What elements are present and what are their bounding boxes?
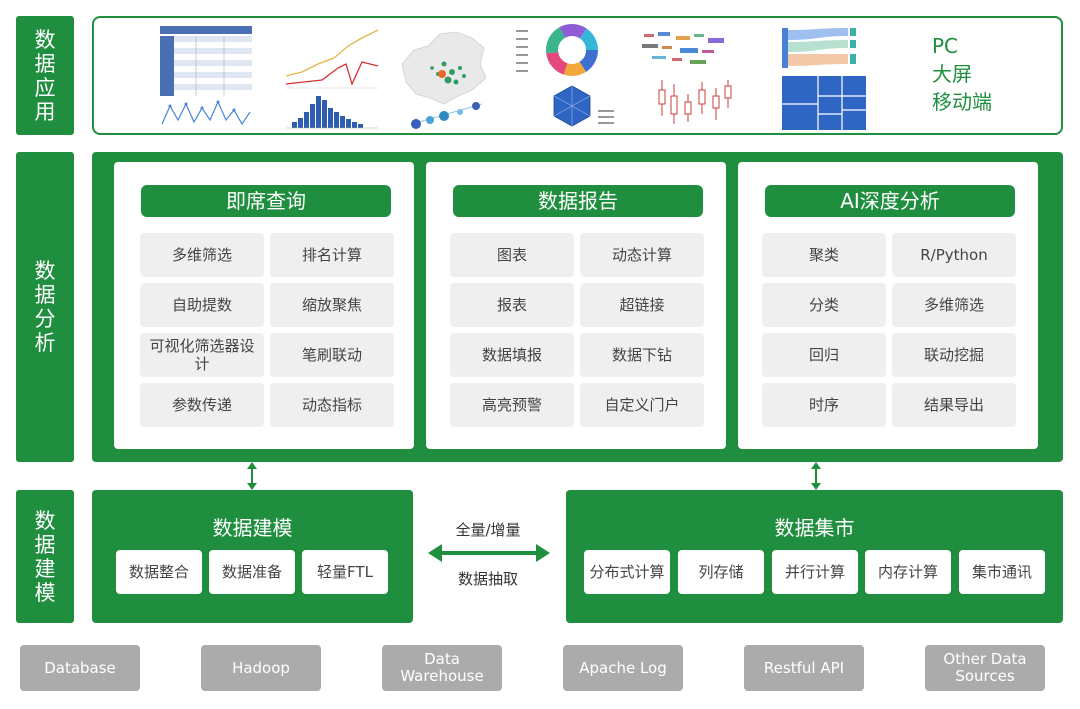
layer-label-text: 数据应用 bbox=[34, 27, 56, 124]
source-database: Database bbox=[20, 645, 140, 691]
vertical-double-arrow-icon bbox=[811, 462, 821, 490]
feature-chip: 高亮预警 bbox=[450, 383, 574, 427]
app-target-list: PC 大屏 移动端 bbox=[932, 32, 992, 116]
feature-chip: 内存计算 bbox=[865, 550, 951, 594]
application-panel: PC 大屏 移动端 bbox=[92, 16, 1063, 135]
feature-chip: 笔刷联动 bbox=[270, 333, 394, 377]
analysis-panel: 即席查询 多维筛选 排名计算 自助提数 缩放聚焦 可视化筛选器设计 笔刷联动 参… bbox=[92, 152, 1063, 462]
source-apache-log: Apache Log bbox=[563, 645, 683, 691]
card-title: AI深度分析 bbox=[765, 185, 1015, 217]
feature-chip: 分类 bbox=[762, 283, 886, 327]
feature-chip: 回归 bbox=[762, 333, 886, 377]
feature-chip: 自定义门户 bbox=[580, 383, 704, 427]
feature-chip: 集市通讯 bbox=[959, 550, 1045, 594]
feature-chip: 多维筛选 bbox=[892, 283, 1016, 327]
feature-chip: 列存储 bbox=[678, 550, 764, 594]
feature-chip: 聚类 bbox=[762, 233, 886, 277]
data-modeling-panel: 数据建模 数据整合 数据准备 轻量FTL bbox=[92, 490, 413, 623]
horizontal-double-arrow-icon bbox=[428, 544, 550, 562]
feature-chip: 联动挖掘 bbox=[892, 333, 1016, 377]
feature-chip: 时序 bbox=[762, 383, 886, 427]
wordcloud-thumbnail bbox=[642, 32, 732, 124]
feature-chip: 轻量FTL bbox=[302, 550, 388, 594]
feature-chip: 并行计算 bbox=[772, 550, 858, 594]
feature-chip: 数据准备 bbox=[209, 550, 295, 594]
table-chart-thumbnail bbox=[160, 26, 252, 126]
layer-label-text: 数据分析 bbox=[34, 259, 56, 355]
sankey-treemap-thumbnail bbox=[782, 28, 866, 130]
data-mart-panel: 数据集市 分布式计算 列存储 并行计算 内存计算 集市通讯 bbox=[566, 490, 1063, 623]
panel-title: 数据建模 bbox=[212, 516, 293, 540]
feature-chip: 动态指标 bbox=[270, 383, 394, 427]
arrow-label-top: 全量/增量 bbox=[455, 521, 521, 539]
source-hadoop: Hadoop bbox=[201, 645, 321, 691]
feature-chip: 图表 bbox=[450, 233, 574, 277]
feature-chip: R/Python bbox=[892, 233, 1016, 277]
feature-chip: 结果导出 bbox=[892, 383, 1016, 427]
arrow-label-bottom: 数据抽取 bbox=[457, 570, 518, 588]
layer-label-analysis: 数据分析 bbox=[16, 152, 74, 462]
card-adhoc-query: 即席查询 多维筛选 排名计算 自助提数 缩放聚焦 可视化筛选器设计 笔刷联动 参… bbox=[114, 162, 414, 449]
card-title: 即席查询 bbox=[141, 185, 391, 217]
feature-chip: 排名计算 bbox=[270, 233, 394, 277]
layer-label-application: 数据应用 bbox=[16, 16, 74, 135]
layer-label-text: 数据建模 bbox=[34, 508, 56, 605]
feature-chip: 参数传递 bbox=[140, 383, 264, 427]
feature-chip: 自助提数 bbox=[140, 283, 264, 327]
feature-chip: 数据填报 bbox=[450, 333, 574, 377]
card-ai-analysis: AI深度分析 聚类 R/Python 分类 多维筛选 回归 联动挖掘 时序 结果… bbox=[738, 162, 1038, 449]
feature-chip: 缩放聚焦 bbox=[270, 283, 394, 327]
feature-chip: 数据下钻 bbox=[580, 333, 704, 377]
feature-chip: 数据整合 bbox=[116, 550, 202, 594]
card-title: 数据报告 bbox=[453, 185, 703, 217]
feature-chip: 超链接 bbox=[580, 283, 704, 327]
app-target-mobile: 移动端 bbox=[932, 90, 992, 114]
source-other-data: Other Data Sources bbox=[925, 645, 1045, 691]
map-thumbnail bbox=[401, 31, 487, 129]
layer-label-modeling: 数据建模 bbox=[16, 490, 74, 623]
panel-title: 数据集市 bbox=[774, 516, 855, 540]
feature-chip: 动态计算 bbox=[580, 233, 704, 277]
card-data-report: 数据报告 图表 动态计算 报表 超链接 数据填报 数据下钻 高亮预警 自定义门户 bbox=[426, 162, 726, 449]
feature-chip: 可视化筛选器设计 bbox=[140, 333, 264, 377]
feature-chip: 多维筛选 bbox=[140, 233, 264, 277]
app-target-pc: PC bbox=[932, 34, 959, 58]
vertical-double-arrow-icon bbox=[247, 462, 257, 490]
line-histogram-thumbnail bbox=[285, 29, 379, 129]
app-target-bigscreen: 大屏 bbox=[932, 62, 972, 86]
donut-radar-thumbnail bbox=[516, 24, 614, 127]
source-data-warehouse: Data Warehouse bbox=[382, 645, 502, 691]
feature-chip: 报表 bbox=[450, 283, 574, 327]
source-restful-api: Restful API bbox=[744, 645, 864, 691]
feature-chip: 分布式计算 bbox=[584, 550, 670, 594]
